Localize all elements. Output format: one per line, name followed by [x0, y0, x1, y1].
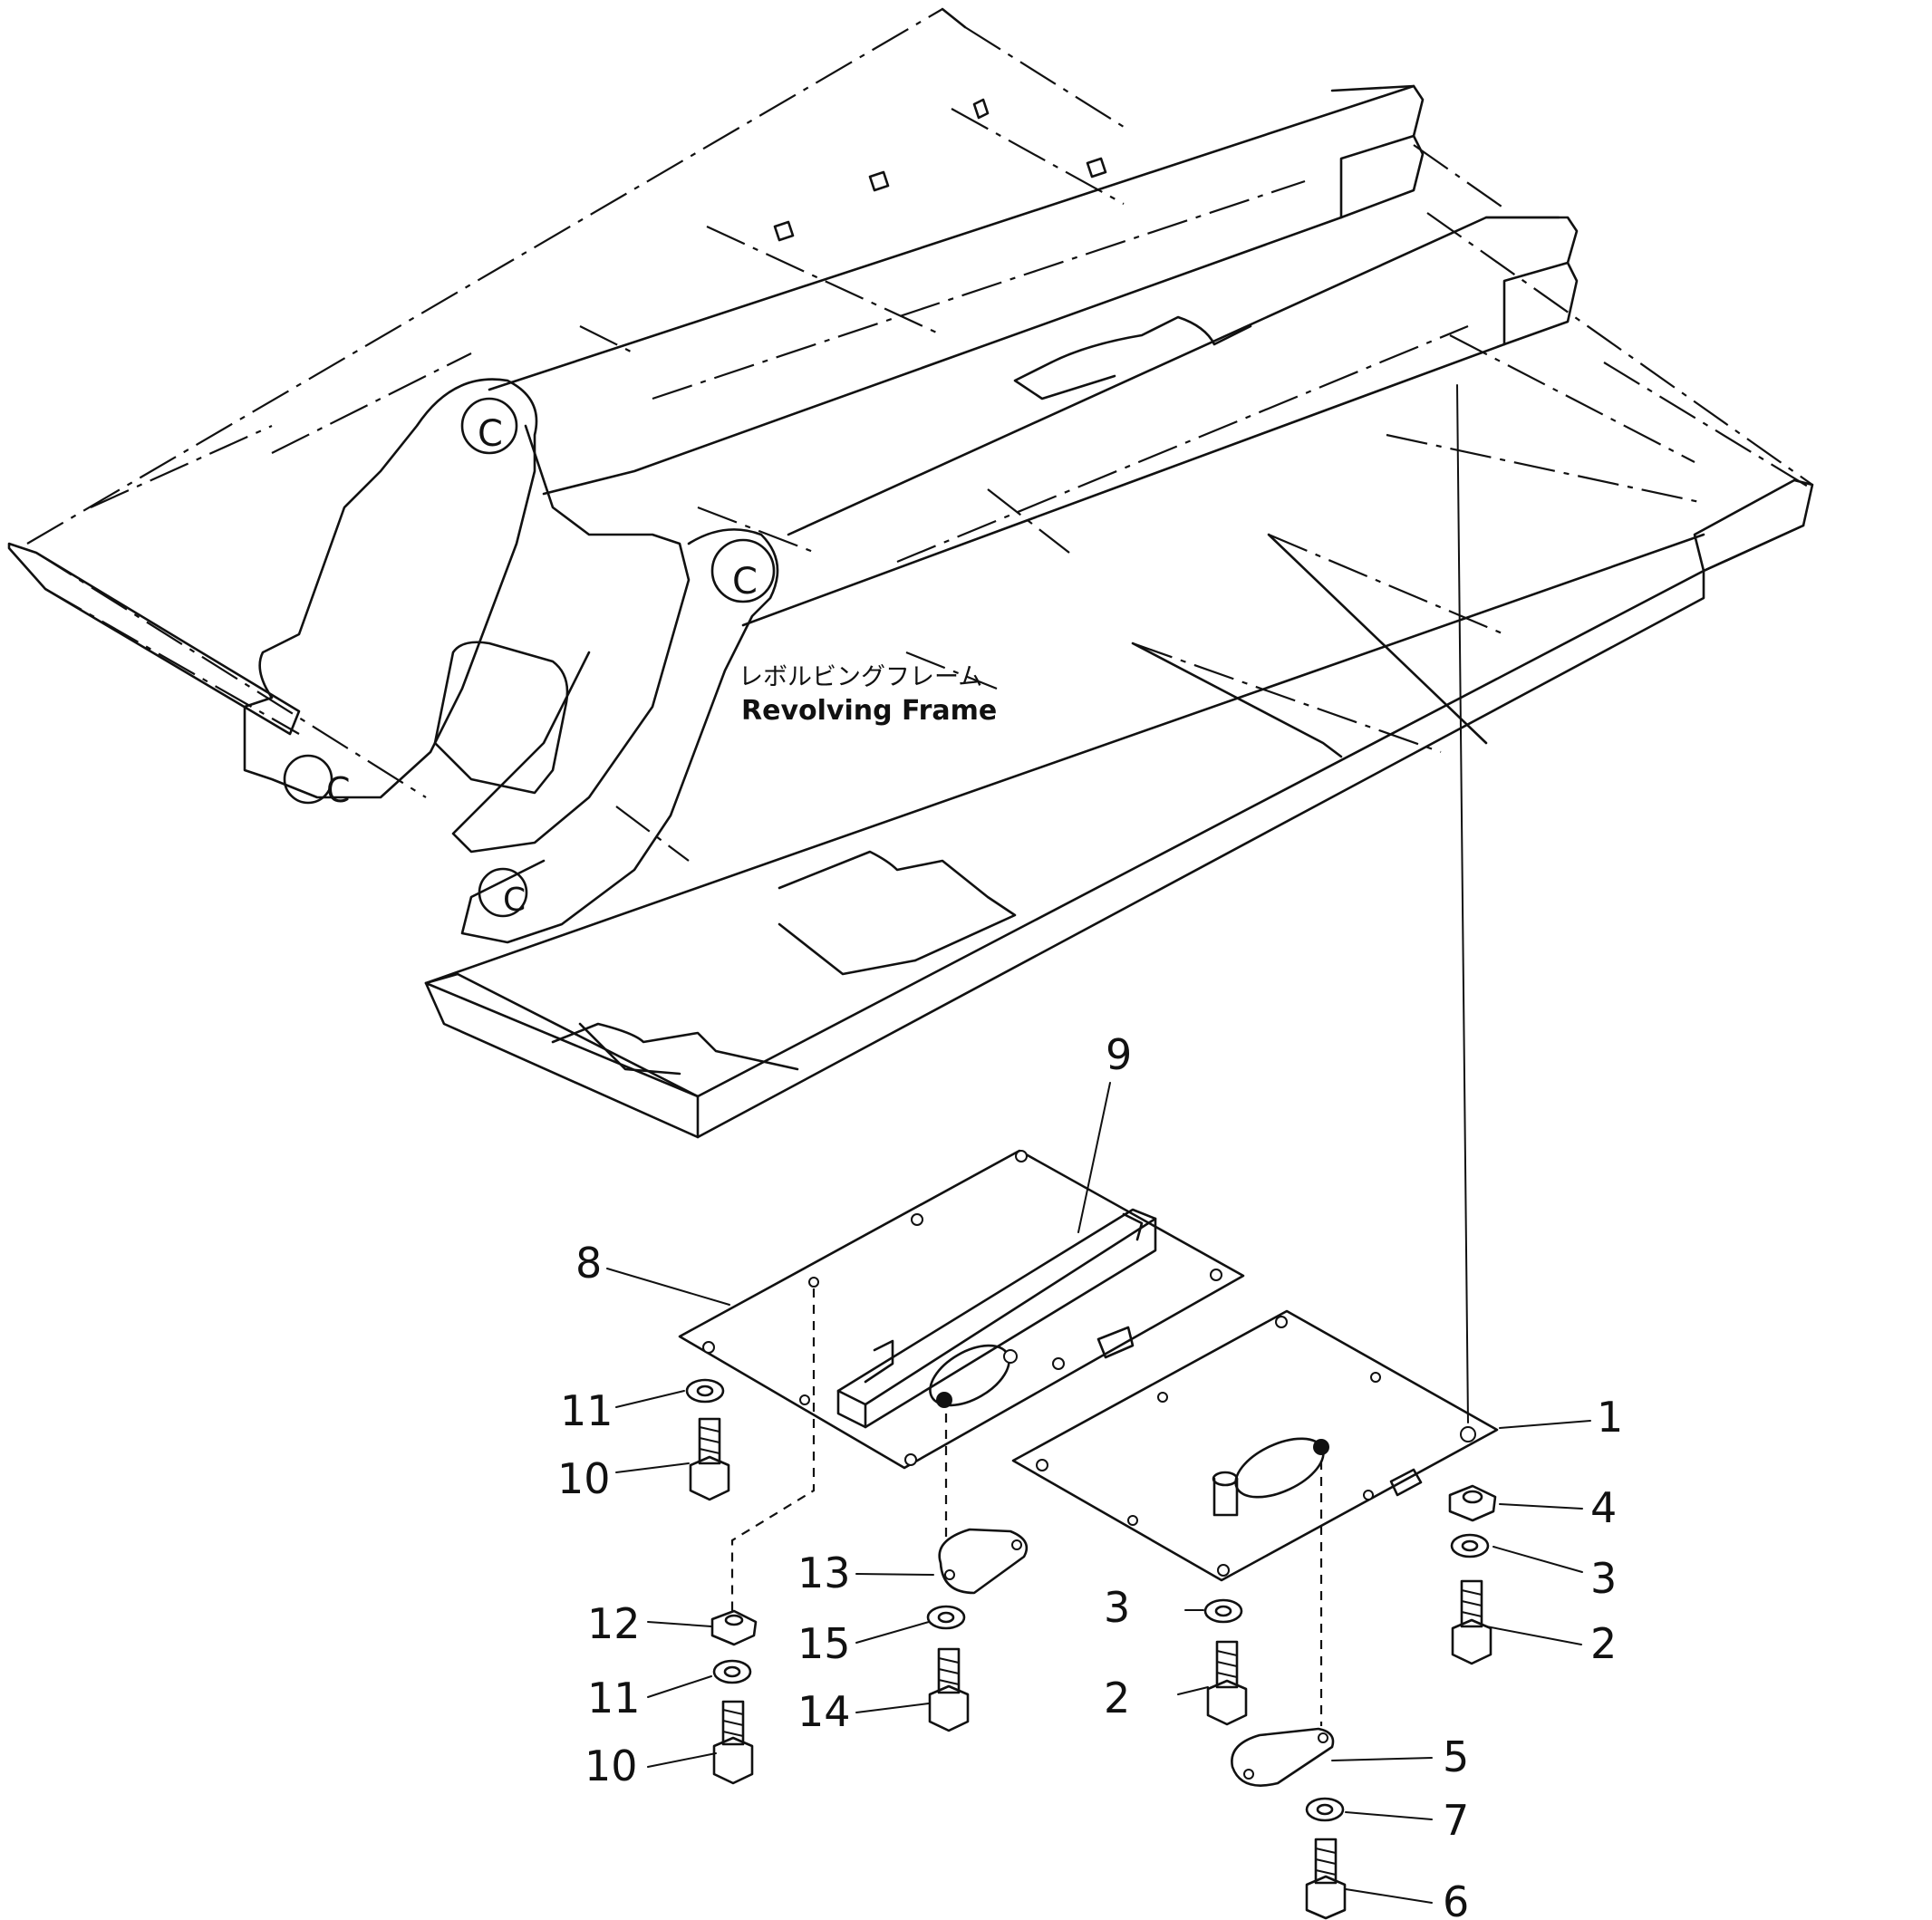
bolt-2-right [1451, 1579, 1492, 1665]
bolt-10-top [689, 1417, 730, 1501]
callout-11-top: 11 [560, 1386, 613, 1435]
washer-3-left [1203, 1598, 1243, 1624]
cover-13 [938, 1528, 1029, 1595]
svg-text:C: C [478, 413, 503, 455]
bolt-10-bottom [712, 1700, 754, 1785]
callout-leaders [606, 1082, 1591, 1904]
callout-10-bottom: 10 [584, 1742, 638, 1790]
washer-15 [926, 1605, 966, 1630]
svg-text:C: C [326, 770, 351, 810]
frame-label-english: Revolving Frame [741, 695, 997, 727]
callout-4: 4 [1590, 1483, 1617, 1532]
callout-7: 7 [1443, 1796, 1469, 1845]
cover-plate-1 [1011, 1309, 1499, 1582]
callout-13: 13 [797, 1549, 851, 1597]
svg-text:C: C [732, 561, 758, 603]
callout-12: 12 [587, 1599, 641, 1648]
assembly-line-12 [730, 1288, 816, 1617]
callout-2-right: 2 [1590, 1619, 1617, 1668]
callout-15: 15 [797, 1619, 851, 1668]
assembly-line-plate1 [1456, 384, 1469, 1423]
bolt-2-left [1206, 1640, 1248, 1726]
nut-12 [710, 1609, 758, 1646]
washer-7 [1305, 1797, 1345, 1822]
callout-14: 14 [797, 1687, 851, 1736]
callout-3-left: 3 [1104, 1583, 1130, 1632]
cover-5 [1231, 1727, 1335, 1787]
callout-11-bottom: 11 [587, 1674, 641, 1722]
revolving-frame: C C C C [7, 7, 1814, 1139]
callout-5: 5 [1443, 1732, 1469, 1781]
callout-1: 1 [1597, 1393, 1623, 1442]
cover-plate-8 [678, 1149, 1245, 1470]
callout-2-left: 2 [1104, 1674, 1130, 1722]
washer-11-bottom [712, 1659, 752, 1684]
washer-3-right [1450, 1533, 1490, 1558]
svg-text:C: C [503, 882, 526, 919]
washer-11-top [685, 1378, 725, 1404]
bolt-6 [1305, 1838, 1347, 1920]
callout-10-top: 10 [557, 1454, 611, 1503]
callout-6: 6 [1443, 1877, 1469, 1920]
callout-9: 9 [1106, 1030, 1132, 1079]
callout-3-right: 3 [1590, 1554, 1617, 1603]
frame-label-japanese: レボルビングフレーム [739, 663, 982, 691]
callout-8: 8 [575, 1239, 602, 1288]
bolt-14 [928, 1647, 970, 1732]
nut-4 [1448, 1484, 1497, 1522]
